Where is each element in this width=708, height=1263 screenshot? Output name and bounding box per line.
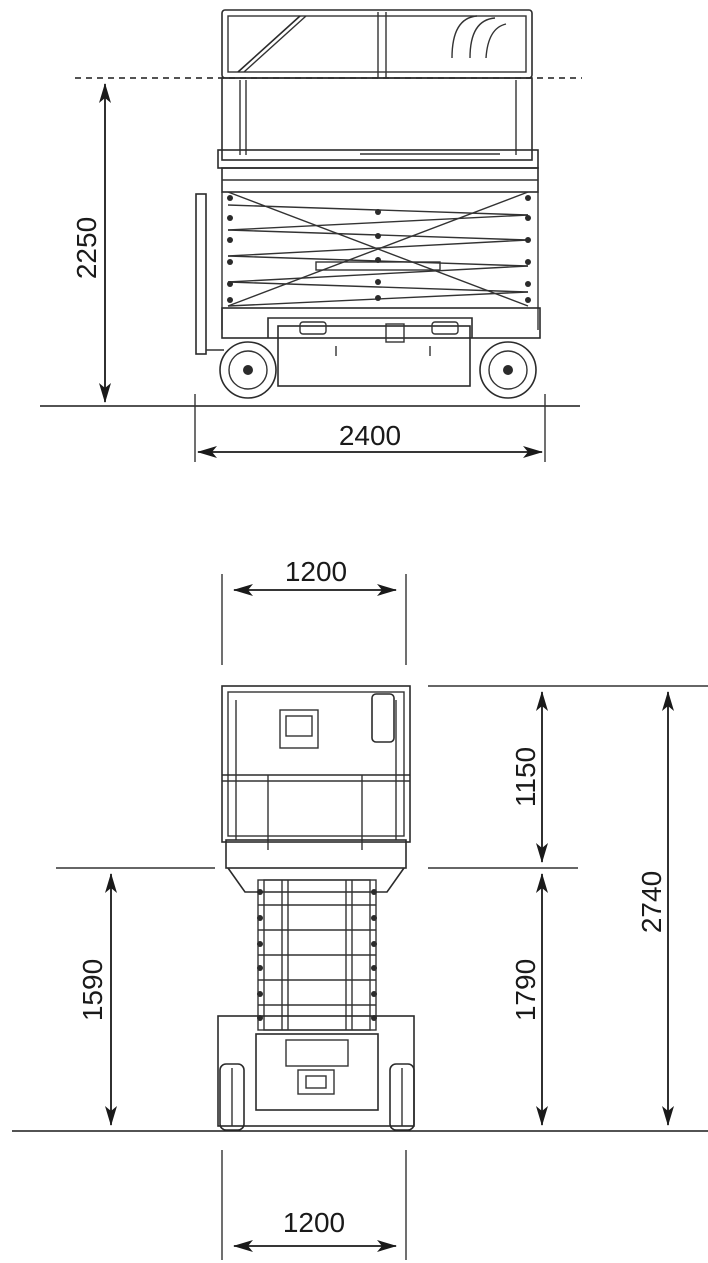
front-chassis-width-label: 1200: [283, 1207, 345, 1238]
front-overall-height-label: 2740: [636, 871, 667, 933]
front-platform-floor-height-label: 1590: [77, 959, 108, 1021]
front-machine-illustration: [217, 685, 415, 1131]
front-guardrail-height-label: 1150: [510, 747, 541, 807]
side-length-label: 2400: [339, 420, 401, 451]
front-platform-width-label: 1200: [285, 556, 347, 587]
front-stowed-floor-height-label: 1790: [510, 959, 541, 1021]
side-view: 2250 2400: [40, 9, 582, 462]
front-view: 1200: [12, 556, 708, 1260]
side-height-label: 2250: [71, 217, 102, 279]
side-machine-illustration: [195, 9, 541, 399]
